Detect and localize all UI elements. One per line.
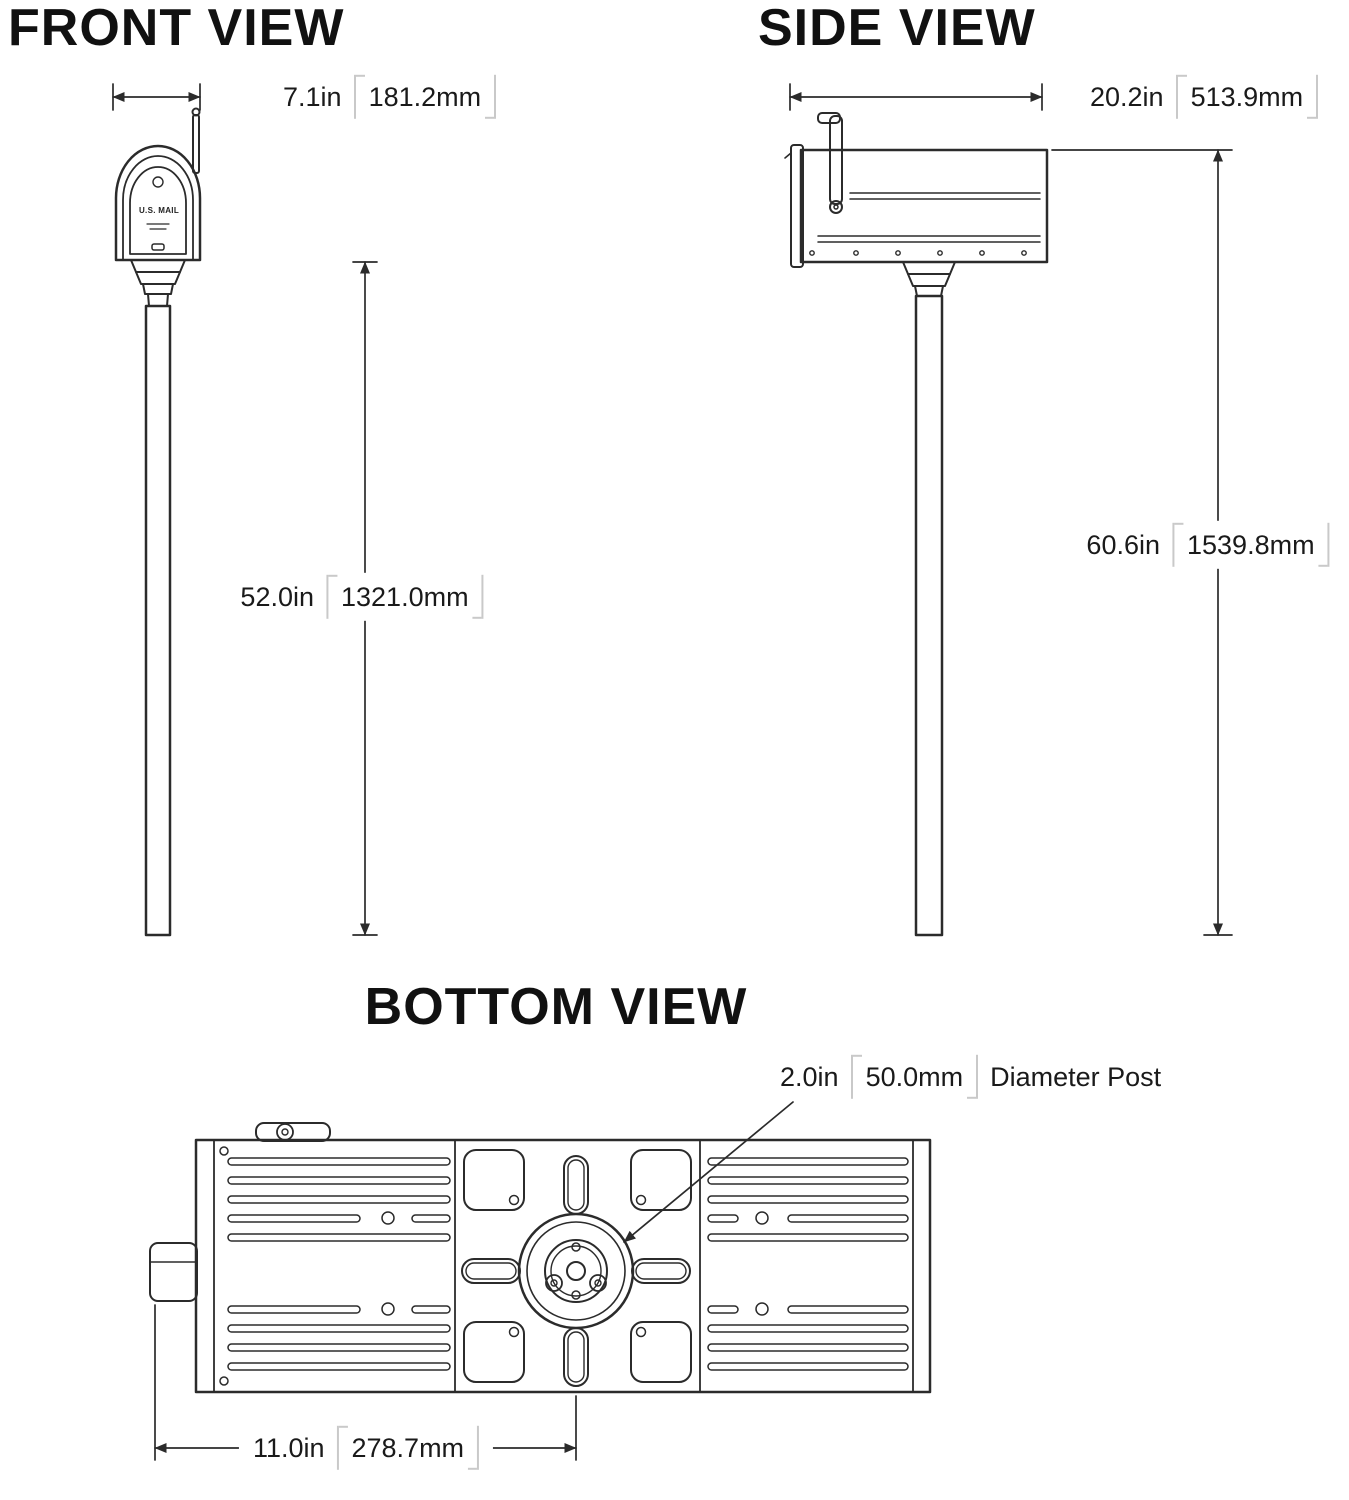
front-flag-knob	[191, 107, 201, 117]
side-collar	[902, 261, 956, 275]
bottom-capsule-slots	[461, 1155, 691, 1387]
side-door-hook	[784, 152, 792, 159]
side-mailbox-door	[790, 144, 804, 268]
post-diameter-leader-line	[623, 1101, 794, 1243]
side-width-millimeters: 513.9mm	[1175, 74, 1319, 120]
bottom-width-millimeters: 278.7mm	[336, 1425, 480, 1471]
front-height-inches: 52.0in	[240, 581, 314, 612]
front-mailbox-inner-line	[122, 155, 194, 261]
front-flag-pole	[192, 114, 200, 174]
side-height-dimension: 60.6in 1539.8mm	[1072, 520, 1344, 570]
side-width-dimension: 20.2in 513.9mm	[1090, 74, 1319, 120]
front-height-millimeters: 1321.0mm	[326, 574, 484, 620]
bottom-width-dimension: 11.0in 278.7mm	[238, 1423, 494, 1473]
bottom-width-inches: 11.0in	[252, 1432, 325, 1463]
mailbox-door-text: U.S. MAIL	[138, 206, 180, 215]
front-view-title: FRONT VIEW	[8, 0, 345, 57]
front-height-dimension: 52.0in 1321.0mm	[226, 572, 498, 622]
bottom-door-handle	[149, 1242, 198, 1302]
side-post	[914, 294, 944, 937]
front-view-drawing	[114, 107, 202, 937]
side-width-inches: 20.2in	[1090, 81, 1164, 112]
bottom-base-plate	[194, 1138, 932, 1394]
front-mailbox-outline	[114, 144, 202, 262]
front-door-emblem	[152, 176, 164, 188]
post-diameter-millimeters: 50.0mm	[850, 1054, 979, 1100]
front-mailbox-door	[129, 166, 187, 255]
side-flag-handle	[817, 112, 841, 124]
side-view-title: SIDE VIEW	[758, 0, 1036, 57]
front-collar	[130, 259, 186, 273]
post-diameter-dimension: 2.0in 50.0mm Diameter Post	[780, 1054, 1162, 1100]
side-height-inches: 60.6in	[1086, 529, 1160, 560]
side-height-millimeters: 1539.8mm	[1172, 522, 1330, 568]
front-door-latch	[151, 243, 165, 251]
bottom-slots-right	[707, 1157, 909, 1371]
bottom-post-hub	[517, 1212, 635, 1330]
bottom-view-drawing	[149, 1122, 932, 1394]
post-diameter-inches: 2.0in	[780, 1061, 839, 1092]
bottom-view-title: BOTTOM VIEW	[364, 978, 748, 1036]
front-width-millimeters: 181.2mm	[353, 74, 497, 120]
bottom-mounting-pads	[463, 1149, 692, 1383]
side-flag-pivot	[829, 200, 843, 214]
bottom-slots-left	[227, 1157, 451, 1371]
side-flag-arm	[829, 115, 843, 205]
front-post	[144, 304, 172, 937]
side-view-drawing	[784, 112, 1049, 937]
post-diameter-label: Diameter Post	[990, 1061, 1162, 1092]
front-width-dimension: 7.1in 181.2mm	[283, 74, 497, 120]
dimension-lines	[112, 83, 1233, 1461]
front-width-inches: 7.1in	[283, 81, 342, 112]
